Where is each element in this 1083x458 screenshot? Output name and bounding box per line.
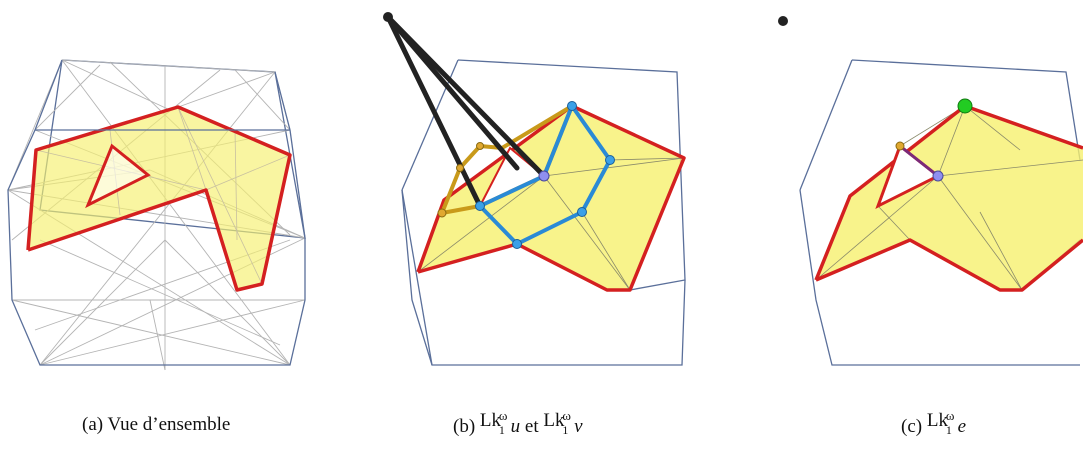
caption-c-prefix: (c) (901, 416, 927, 437)
var-u: u (511, 416, 521, 437)
link-edge-diagram (760, 0, 1083, 390)
link-sup: ω (499, 408, 508, 424)
caption-b-prefix: (b) (453, 416, 480, 437)
green-vertex (958, 99, 972, 113)
panel-overview (0, 0, 330, 390)
apex-vertex (383, 12, 393, 22)
panel-link-e (760, 0, 1083, 390)
link-base: Lk (927, 410, 948, 432)
vertex-endpoint (896, 142, 904, 150)
link-sup: ω (562, 408, 571, 424)
link-sub: 1 (946, 423, 952, 438)
caption-overview: (a) Vue d’ensemble (82, 414, 230, 436)
surface (28, 107, 290, 290)
vertex-u (539, 171, 549, 181)
var-e: e (958, 416, 966, 437)
panel-links-u-v (372, 0, 712, 390)
caption-b-mid: et (520, 416, 543, 437)
link-base: Lk (543, 410, 564, 432)
var-v: v (574, 416, 582, 437)
vertex-center (933, 171, 943, 181)
link-sup: ω (946, 408, 955, 424)
link-sub: 1 (562, 423, 568, 438)
link-sub: 1 (499, 423, 505, 438)
link-base: Lk (480, 410, 501, 432)
apex-vertex (778, 16, 788, 26)
overview-diagram (0, 0, 330, 390)
links-diagram (372, 0, 712, 390)
